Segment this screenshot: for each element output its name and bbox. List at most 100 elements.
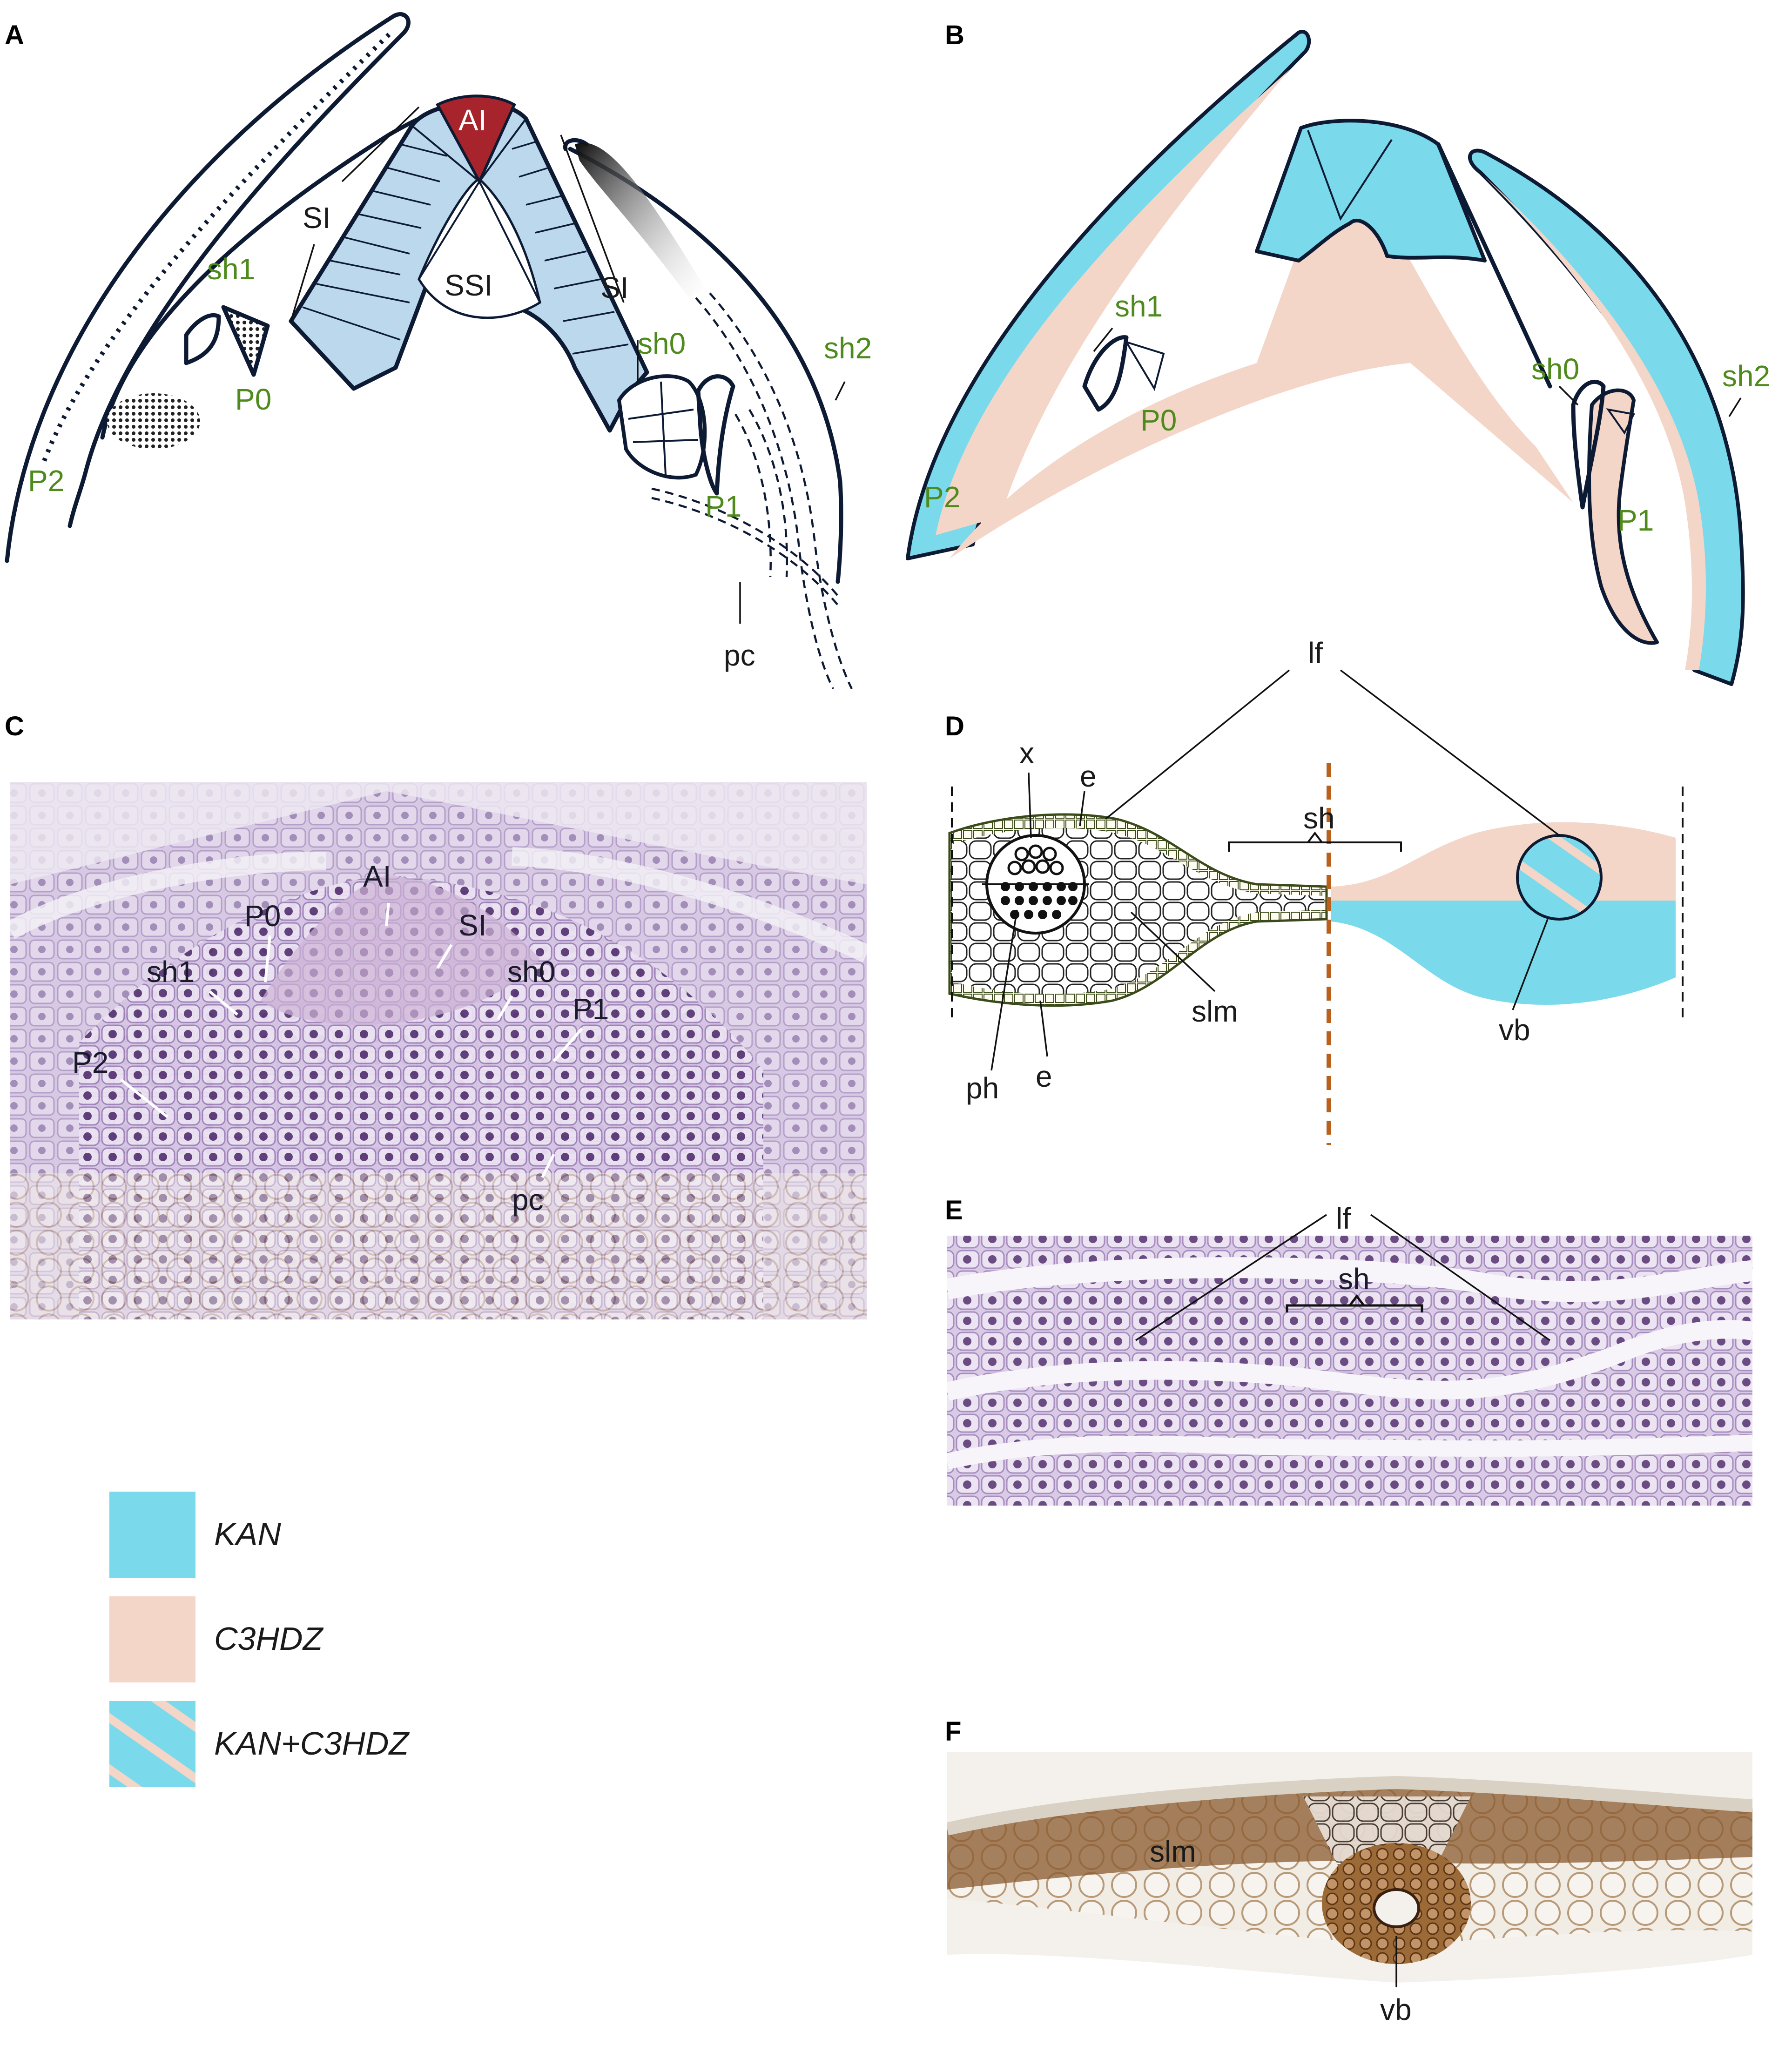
e-sh-bracket xyxy=(1286,1304,1423,1312)
panel-letter-d: D xyxy=(945,711,964,741)
legend-label-c3hdz: C3HDZ xyxy=(214,1621,324,1657)
gradient-wedge xyxy=(575,142,705,298)
label-a-sh2: sh2 xyxy=(824,331,872,365)
panel-d: D lf x xyxy=(945,636,1684,1145)
si-right-strip xyxy=(478,118,541,303)
leader-b-sh1 xyxy=(1093,327,1113,352)
leader-a-si-right xyxy=(560,135,625,303)
label-c-pc: pc xyxy=(512,1183,544,1217)
label-a-p1: P1 xyxy=(705,490,741,523)
label-c-sh0: sh0 xyxy=(507,955,555,989)
label-c-p0: P0 xyxy=(244,899,281,933)
panel-f: F slm vb xyxy=(945,1716,1752,2032)
leader-c-p2 xyxy=(120,1078,168,1118)
label-d-vb: vb xyxy=(1499,1013,1530,1047)
leader-c-sh0 xyxy=(497,995,513,1020)
p2-outer-leaf xyxy=(5,12,411,563)
f-micrograph xyxy=(947,1752,1752,2032)
d-sh-bracket-tip xyxy=(1307,831,1323,843)
d-xylem xyxy=(1007,844,1064,875)
label-a-sh0: sh0 xyxy=(638,327,686,360)
leader-b-sh2 xyxy=(1728,397,1742,417)
b-p2-leaf-c3hdz xyxy=(936,70,1289,535)
b-sh0 xyxy=(1571,380,1606,510)
leader-d-vb xyxy=(1512,919,1549,1010)
d-sh-bracket xyxy=(1228,841,1402,852)
legend-label-kan-c3hdz: KAN+C3HDZ xyxy=(214,1725,410,1762)
b-meristem-right-edge xyxy=(1436,142,1552,389)
label-a-pc: pc xyxy=(724,639,755,672)
label-c-si: SI xyxy=(458,908,486,942)
leader-d-x xyxy=(1028,772,1032,838)
leader-e-lf-right xyxy=(1370,1214,1551,1341)
label-d-x: x xyxy=(1019,736,1034,770)
leader-d-lf-right xyxy=(1340,669,1560,836)
leader-e-lf-left xyxy=(1135,1214,1327,1341)
leader-d-e-top xyxy=(1079,791,1085,827)
leader-c-ai xyxy=(385,902,390,927)
legend-swatch-kan-c3hdz xyxy=(109,1701,195,1787)
leader-d-e-bottom xyxy=(1039,1000,1048,1057)
legend-swatch-kan xyxy=(109,1492,195,1578)
panel-b: B sh1 P0 sh0 sh2 P2 P1 xyxy=(906,20,1770,686)
sh0-cell-lines xyxy=(628,381,699,475)
label-b-sh1: sh1 xyxy=(1115,289,1163,323)
panel-c: C AI SI P0 sh1 sh0 P1 P2 pc xyxy=(5,711,867,1319)
sh0-primordium xyxy=(617,374,707,480)
label-b-sh2: sh2 xyxy=(1722,359,1770,393)
leader-c-sh1 xyxy=(209,990,238,1016)
label-b-p0: P0 xyxy=(1140,404,1177,437)
label-c-p2: P2 xyxy=(72,1046,108,1079)
legend-swatch-c3hdz xyxy=(109,1596,195,1682)
c-micrograph xyxy=(10,782,867,1319)
label-a-sh1: sh1 xyxy=(207,252,255,286)
leader-c-pc xyxy=(541,1153,555,1178)
p2-stippled-region xyxy=(107,393,200,449)
d-right-c3hdz xyxy=(1331,822,1676,901)
b-meristem-c3hdz xyxy=(950,222,1573,558)
panel-letter-e: E xyxy=(945,1195,963,1225)
meristem-cell-lines xyxy=(302,141,629,355)
apical-initial xyxy=(435,94,516,185)
b-meristem-kan-cap xyxy=(1255,119,1487,262)
leader-a-si-left-upper xyxy=(341,106,420,182)
panel-e: E lf sh xyxy=(945,1195,1752,1506)
ssi-zone xyxy=(418,178,541,319)
panel-letter-f: F xyxy=(945,1716,961,1747)
label-a-p0: P0 xyxy=(235,383,271,416)
legend: KAN C3HDZ KAN+C3HDZ xyxy=(109,1492,410,1787)
procambium-dashed xyxy=(651,292,853,690)
leader-a-si-left-lower xyxy=(290,244,315,322)
label-d-slm: slm xyxy=(1192,995,1238,1028)
label-b-p1: P1 xyxy=(1617,504,1654,537)
label-f-slm: slm xyxy=(1150,1835,1196,1868)
sh2-outer-leaf xyxy=(568,147,843,584)
label-b-p2: P2 xyxy=(924,480,960,514)
p0-primordium xyxy=(221,305,270,377)
label-c-p1: P1 xyxy=(573,992,609,1026)
e-sh-bracket-tip xyxy=(1349,1294,1365,1306)
label-a-p2: P2 xyxy=(28,464,64,498)
leader-a-sh2 xyxy=(835,381,846,401)
label-c-ai: AI xyxy=(363,860,391,893)
b-sh1 xyxy=(1082,335,1129,412)
label-d-e-bottom: e xyxy=(1036,1060,1052,1093)
p1-leaf xyxy=(696,374,735,496)
leader-d-ph xyxy=(990,909,1018,1071)
d-right-kan xyxy=(1331,901,1676,1005)
label-f-vb: vb xyxy=(1380,1993,1412,2026)
label-d-ph: ph xyxy=(966,1071,999,1105)
panel-letter-b: B xyxy=(945,20,964,50)
legend-label-kan: KAN xyxy=(214,1516,281,1552)
b-ai-wedge xyxy=(1307,130,1393,221)
label-e-lf: lf xyxy=(1336,1202,1351,1235)
label-a-si-right: SI xyxy=(600,271,628,304)
label-d-sh: sh xyxy=(1303,801,1335,835)
label-c-sh1: sh1 xyxy=(147,955,195,989)
label-d-e-top: e xyxy=(1080,760,1097,793)
panel-a: A xyxy=(5,12,872,690)
label-d-lf: lf xyxy=(1308,636,1323,670)
label-a-ai: AI xyxy=(458,103,486,137)
b-p0 xyxy=(1124,340,1165,391)
